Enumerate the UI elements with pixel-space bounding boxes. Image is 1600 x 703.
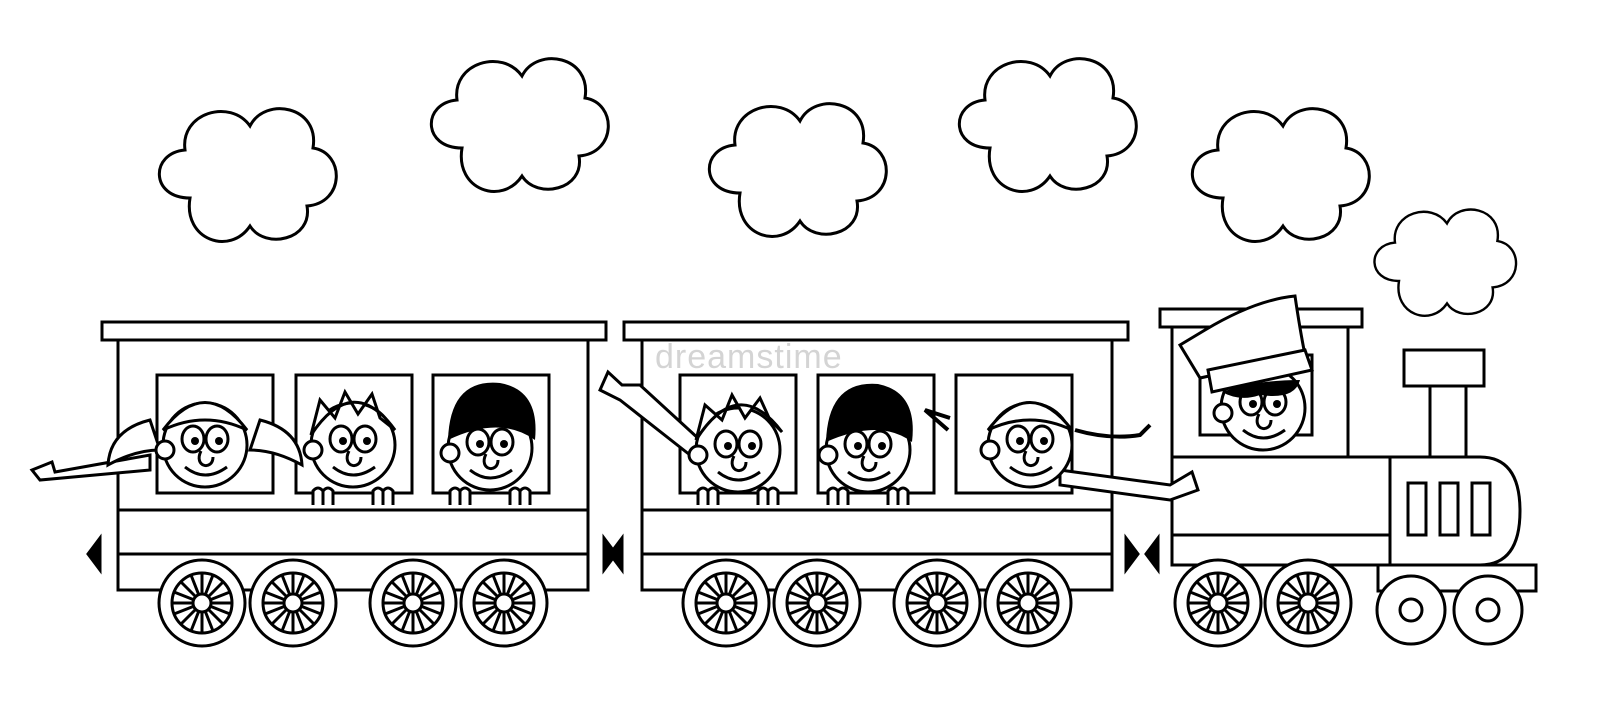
smoke-cloud: [1373, 208, 1518, 317]
passenger-boy-2: [439, 382, 536, 507]
passenger-girl-1: [29, 401, 304, 489]
train-driver: [1177, 294, 1314, 452]
passenger-boy-1: [302, 388, 397, 507]
passenger-boy-waving: [598, 369, 784, 507]
cloud: [157, 107, 338, 243]
passenger-girl-2: [923, 401, 1200, 502]
clouds: [157, 57, 1518, 317]
cloud: [429, 57, 610, 193]
passenger-boy-3: [817, 383, 913, 507]
cloud: [1190, 107, 1371, 243]
cloud: [707, 102, 888, 238]
cloud: [957, 57, 1138, 193]
